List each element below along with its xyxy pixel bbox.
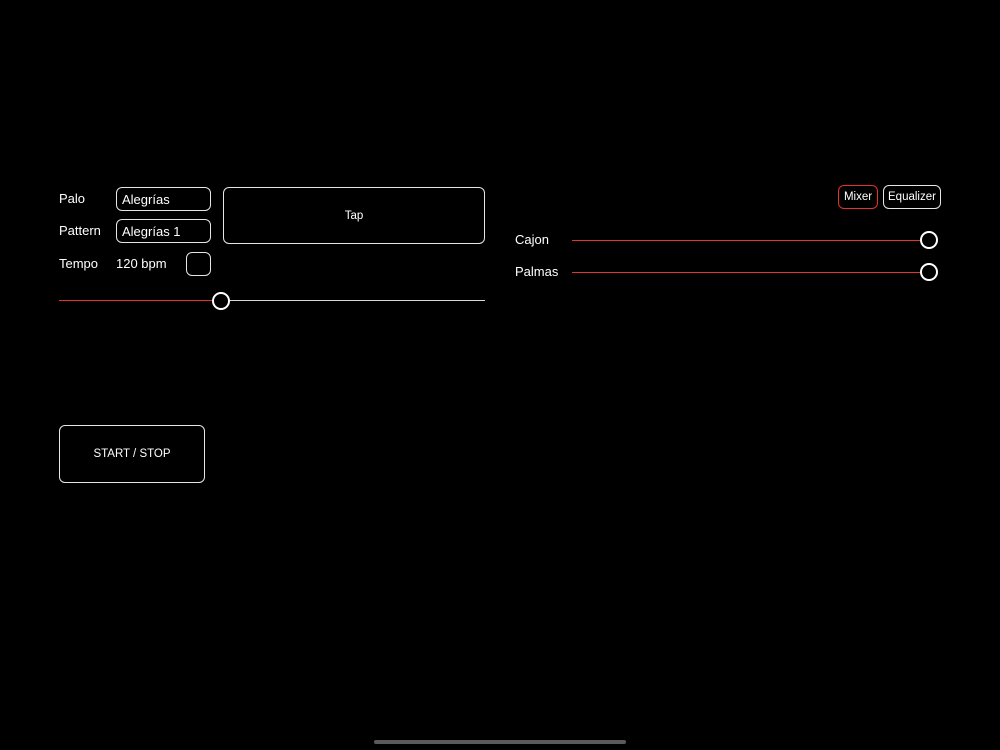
cajon-label: Cajon [515, 232, 549, 247]
tempo-value: 120 bpm [116, 256, 167, 271]
palo-label: Palo [59, 191, 86, 206]
tempo-label: Tempo [59, 256, 99, 271]
tab-equalizer[interactable]: Equalizer [883, 185, 941, 209]
tap-button-label: Tap [344, 209, 364, 222]
start-stop-button[interactable]: START / STOP [59, 425, 205, 483]
tempo-checkbox[interactable] [186, 252, 211, 276]
palmas-slider-thumb[interactable] [920, 263, 938, 281]
tap-button[interactable]: Tap [223, 187, 485, 244]
pattern-selector[interactable]: Alegrías 1 [116, 219, 211, 243]
cajon-slider-track-active [572, 240, 929, 241]
cajon-slider-thumb[interactable] [920, 231, 938, 249]
tab-mixer-label: Mixer [843, 191, 873, 203]
pattern-value: Alegrías 1 [122, 223, 181, 239]
home-indicator [374, 740, 626, 744]
palmas-slider-track-active [572, 272, 929, 273]
tab-equalizer-label: Equalizer [888, 191, 936, 203]
palmas-label: Palmas [515, 264, 559, 279]
tempo-slider-track-active [59, 300, 221, 301]
tab-mixer[interactable]: Mixer [838, 185, 878, 209]
tempo-slider-thumb[interactable] [211, 292, 230, 310]
pattern-label: Pattern [59, 223, 101, 238]
tempo-slider-track-inactive [220, 300, 485, 301]
start-stop-label: START / STOP [93, 448, 171, 460]
palo-selector[interactable]: Alegrías [116, 187, 211, 211]
palo-value: Alegrías [122, 191, 170, 207]
